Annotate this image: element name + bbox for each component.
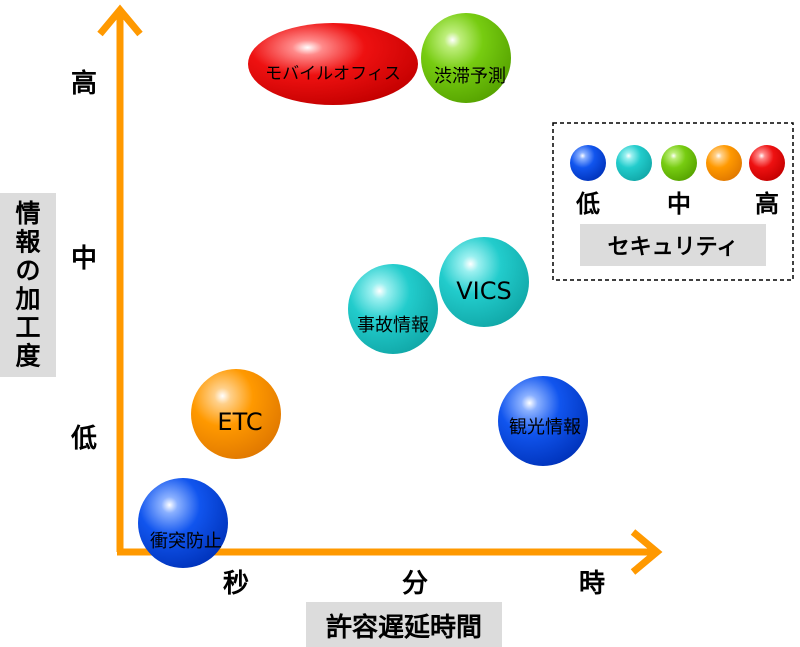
bubble-mobile-office: モバイルオフィス [248,23,418,105]
bubble-tourism-info: 観光情報 [498,376,588,466]
bubble-label: 渋滞予測 [434,66,506,87]
bubble-accident-info: 事故情報 [348,264,438,354]
legend-title: セキュリティ [608,235,739,260]
legend-swatch-cyan [616,145,652,181]
y-axis-title-char: 加 [14,285,40,314]
legend-title-box [580,224,766,266]
bubble-label: ETC [217,408,262,436]
y-axis-title-box [0,193,56,377]
bubble-collision-prevention: 衝突防止 [138,478,228,568]
y-axis-title-char: 度 [15,342,40,371]
y-axis-title-char: 報 [15,228,41,257]
legend-label-mid: 中 [667,190,691,218]
y-axis-title-char: 工 [15,313,40,342]
x-axis-title: 許容遅延時間 [326,612,482,643]
y-tick-mid: 中 [71,244,97,274]
y-tick-high: 高 [71,68,97,99]
x-tick-minutes: 分 [402,569,428,599]
x-axis-title-box [306,602,502,647]
x-tick-hours: 時 [579,569,605,599]
security-legend: 低 中 高 セキュリティ [552,122,794,281]
x-tick-seconds: 秒 [223,569,249,599]
bubble-label: モバイルオフィス [265,64,401,84]
bubble-traffic-prediction: 渋滞予測 [421,13,511,103]
bubble-vics: VICS [439,237,529,327]
y-axis-title-char: 情 [15,199,40,228]
y-axis-title-char: の [15,256,40,285]
bubble-label: VICS [456,277,512,305]
y-tick-low: 低 [70,424,97,454]
legend-swatch-blue [570,145,606,181]
bubble-label: 事故情報 [357,315,429,336]
bubble-label: 観光情報 [509,417,581,438]
legend-swatch-red [749,145,785,181]
legend-swatch-orange [706,145,742,181]
legend-label-high: 高 [755,190,779,218]
bubble-label: 衝突防止 [150,531,222,552]
legend-label-low: 低 [575,190,600,218]
bubble-etc: ETC [191,369,281,459]
legend-swatch-green [661,145,697,181]
y-axis [97,4,143,552]
